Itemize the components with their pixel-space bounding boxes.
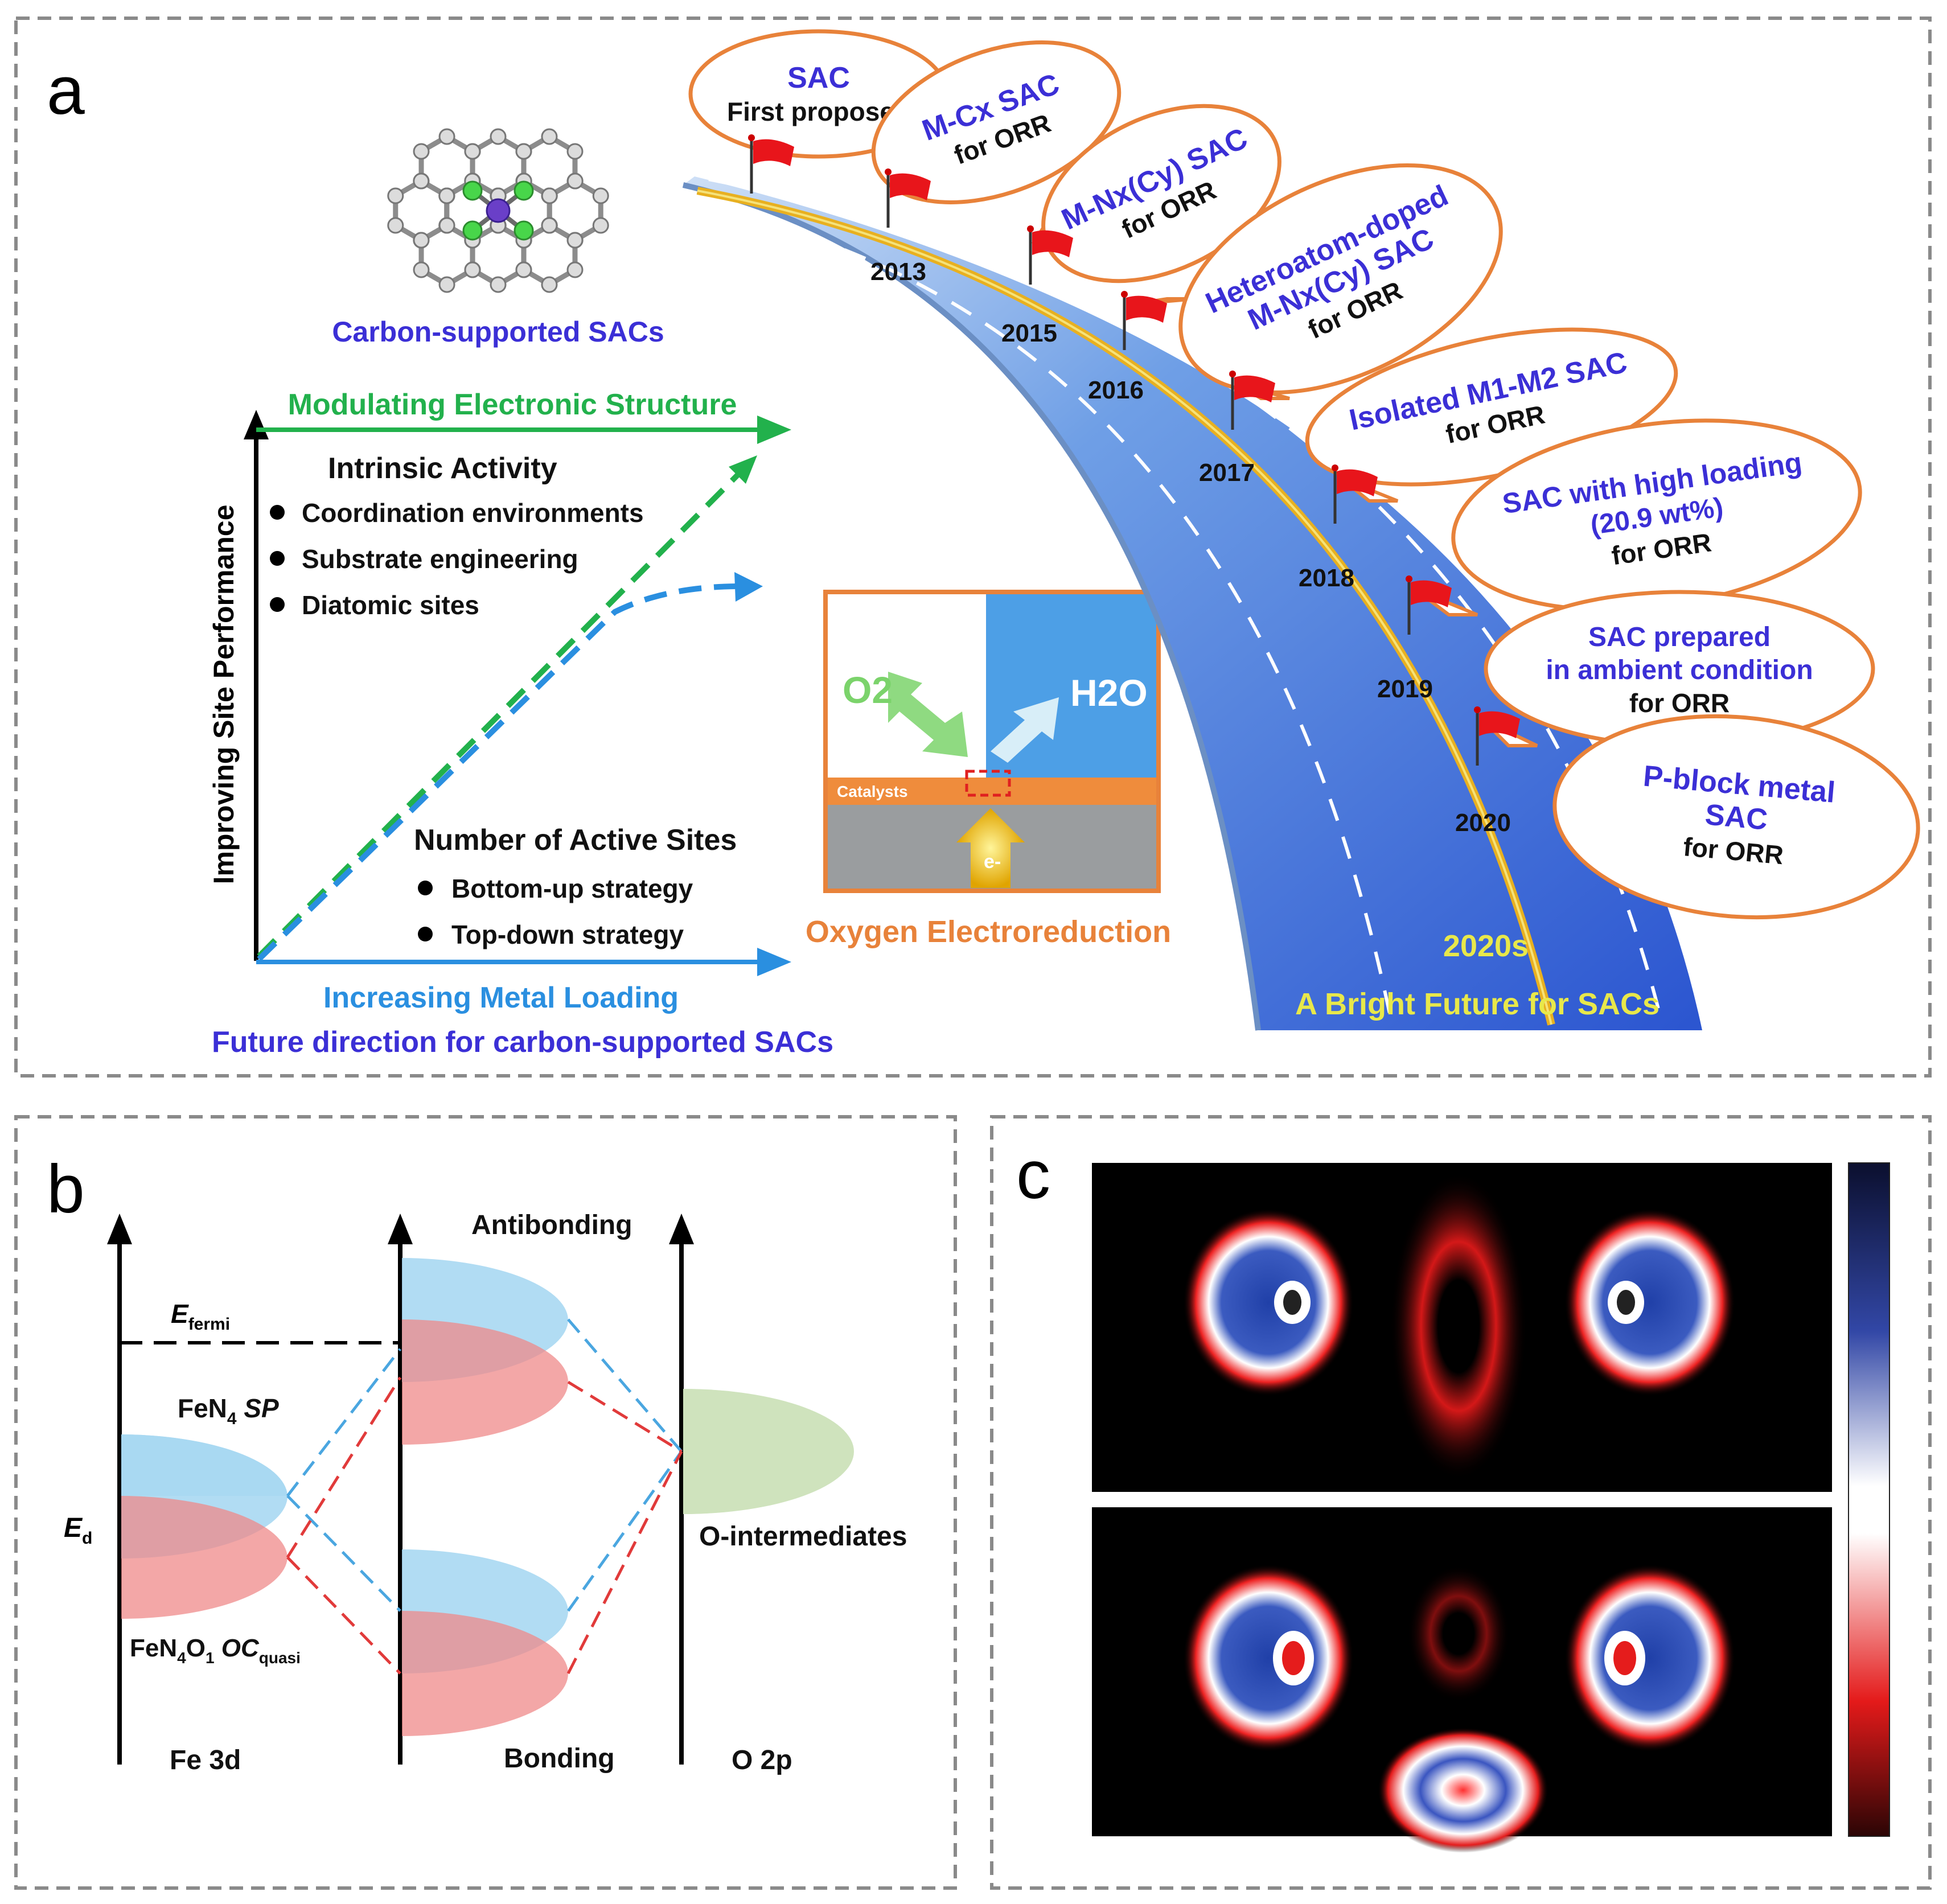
callout-bubble <box>1552 714 1920 920</box>
intrinsic-item: Coordination environments <box>302 498 644 528</box>
red-flag-icon <box>1121 291 1167 350</box>
active-sites-list: Bottom-up strategy Top-down strategy <box>418 874 693 949</box>
milestone-year: 2020 <box>1455 809 1511 837</box>
top-arrow-label: Modulating Electronic Structure <box>288 388 737 421</box>
red-flag-icon <box>1027 225 1073 285</box>
molecule-caption: Carbon-supported SACs <box>332 316 664 348</box>
density-map-bottom <box>1092 1507 1832 1853</box>
timeline-milestone: SAC with high loading(20.9 wt%)for ORR20… <box>1299 418 1862 612</box>
fen4o1-label: FeN4O1 OCquasi <box>130 1634 301 1667</box>
bonding-label: Bonding <box>504 1743 615 1774</box>
timeline-road <box>682 176 1702 1031</box>
density-map-top <box>1092 1163 1832 1492</box>
milestone-year: 2013 <box>870 258 926 286</box>
active-sites-item: Top-down strategy <box>451 920 684 949</box>
milestone-year: 2017 <box>1199 459 1255 487</box>
callout-bubble <box>1178 163 1503 395</box>
red-flag-icon <box>885 168 931 228</box>
future-direction-footer: Future direction for carbon-supported SA… <box>212 1026 833 1059</box>
active-sites-item: Bottom-up strategy <box>451 874 693 903</box>
callout-text: First proposed <box>727 97 910 126</box>
callout-text: SAC prepared <box>1588 622 1771 652</box>
orr-electron-label: e- <box>984 851 1001 873</box>
callout-text: SAC <box>1704 798 1769 836</box>
energy-diagram <box>107 1214 854 1765</box>
milestone-year: 2016 <box>1088 376 1144 404</box>
active-sites-heading: Number of Active Sites <box>414 824 737 857</box>
panel-a-letter: a <box>47 52 85 129</box>
future-text: A Bright Future for SACs <box>1295 987 1660 1021</box>
red-flag-icon <box>1474 706 1520 766</box>
intrinsic-list: Coordination environments Substrate engi… <box>270 498 644 620</box>
panel-c-letter: c <box>1016 1137 1050 1213</box>
red-flag-icon <box>748 134 794 194</box>
callout-text: in ambient condition <box>1546 655 1813 685</box>
fe3d-label: Fe 3d <box>170 1745 241 1775</box>
antibonding-label: Antibonding <box>471 1210 632 1240</box>
future-year: 2020s <box>1443 929 1529 963</box>
intrinsic-item: Substrate engineering <box>302 544 578 574</box>
bottom-arrow-label: Increasing Metal Loading <box>323 981 679 1014</box>
o2p-label: O 2p <box>732 1745 792 1775</box>
o-intermediates-label: O-intermediates <box>699 1521 907 1552</box>
milestone-year: 2018 <box>1299 564 1354 592</box>
intrinsic-item: Diatomic sites <box>302 590 479 620</box>
callout-bubble <box>871 40 1122 204</box>
fermi-label: Efermi <box>171 1299 230 1334</box>
callout-text: SAC <box>787 61 850 94</box>
red-flag-icon <box>1406 575 1452 635</box>
orr-caption: Oxygen Electroreduction <box>806 915 1171 949</box>
red-flag-icon <box>1332 464 1378 524</box>
fen4-sp-label: FeN4 SP <box>178 1393 279 1428</box>
colorbar <box>1848 1162 1890 1837</box>
orr-h2o-label: H2O <box>1070 672 1148 714</box>
performance-axes <box>244 410 791 976</box>
red-flag-icon <box>1229 371 1275 430</box>
milestone-year: 2019 <box>1377 675 1433 703</box>
panel-c-frame <box>990 1115 1932 1890</box>
orr-inset <box>823 590 1161 893</box>
orr-catalysts-label: Catalysts <box>837 783 908 800</box>
intrinsic-heading: Intrinsic Activity <box>328 452 557 485</box>
panel-a-frame <box>14 17 1932 1078</box>
milestone-year: 2015 <box>1001 319 1057 347</box>
panel-b-letter: b <box>47 1151 85 1227</box>
y-axis-label: Improving Site Performance <box>208 505 240 885</box>
ed-label: Ed <box>64 1513 92 1548</box>
panel-b-frame <box>14 1115 957 1890</box>
graphene-molecule-icon <box>387 128 609 293</box>
callout-text: for ORR <box>1629 688 1730 718</box>
orr-o2-label: O2 <box>843 669 893 711</box>
